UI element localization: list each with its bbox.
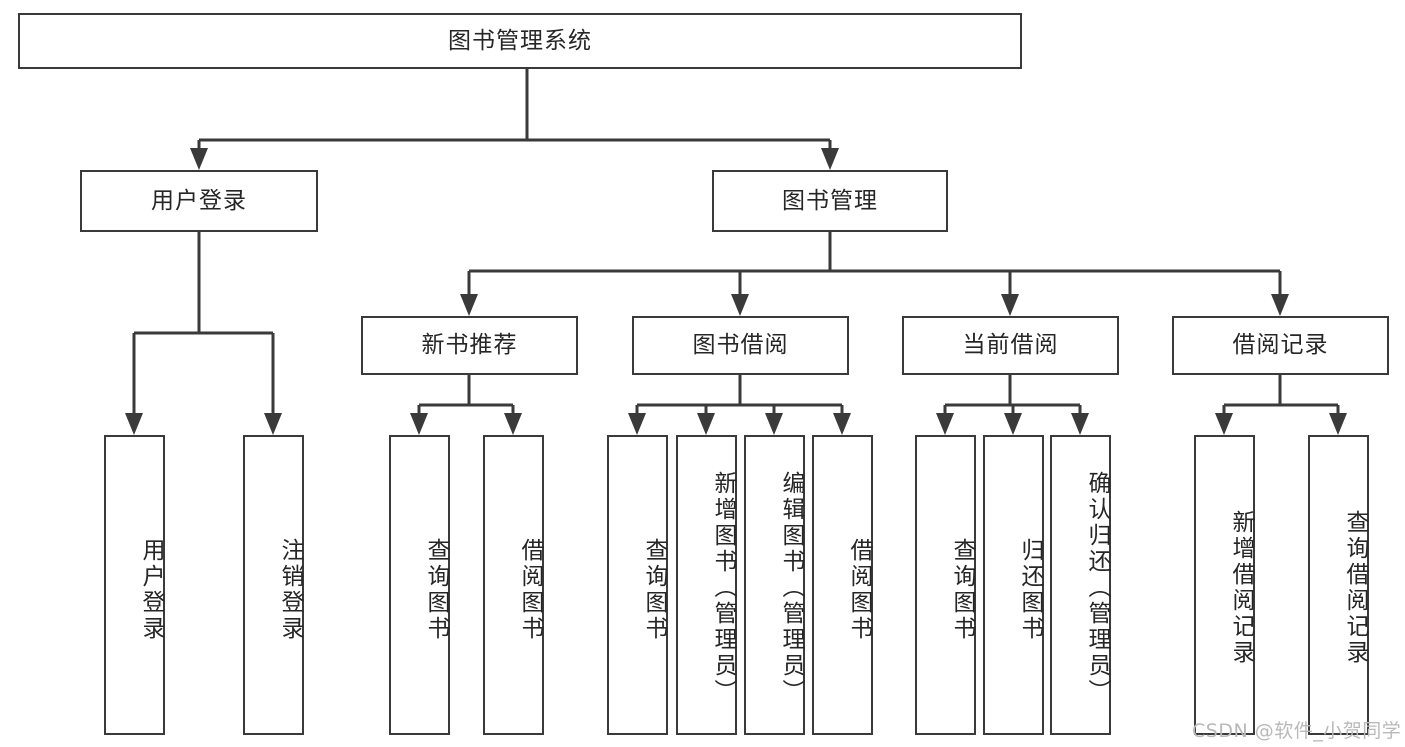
node-label: 当前借阅: [962, 332, 1059, 359]
node-label: 新书推荐: [421, 332, 518, 359]
node-leaf-confirm-return-admin[interactable]: 确认归还（管理员）: [1050, 435, 1111, 735]
node-label: 新增借阅记录: [1228, 510, 1254, 666]
node-user-login[interactable]: 用户登录: [80, 170, 318, 232]
node-leaf-query-book-3[interactable]: 查询图书: [915, 435, 976, 735]
connector-arrowhead: [125, 413, 143, 435]
connector-arrowhead: [1071, 413, 1089, 435]
node-label: 归还图书: [1017, 538, 1043, 642]
node-label: 用户登录: [151, 187, 247, 214]
node-label: 编辑图书（管理员）: [778, 471, 804, 705]
connector-book-management-to-level3: [460, 232, 1289, 316]
connector-arrowhead: [1215, 413, 1233, 435]
connector-arrowhead: [264, 413, 282, 435]
node-label: 查询图书: [641, 538, 667, 642]
node-leaf-query-book-2[interactable]: 查询图书: [607, 435, 668, 735]
node-label: 注销登录: [277, 538, 303, 642]
node-label: 新增图书（管理员）: [710, 471, 736, 705]
connector-arrowhead: [1271, 294, 1289, 316]
node-label: 借阅图书: [517, 538, 543, 642]
node-label: 图书借阅: [692, 332, 789, 359]
node-leaf-edit-book-admin[interactable]: 编辑图书（管理员）: [744, 435, 805, 735]
connector-arrowhead: [460, 294, 478, 316]
node-current-borrow[interactable]: 当前借阅: [902, 316, 1119, 375]
connector-arrowhead: [628, 413, 646, 435]
node-label: 借阅图书: [846, 538, 872, 642]
node-label: 图书管理系统: [448, 27, 592, 54]
node-leaf-user-login[interactable]: 用户登录: [104, 435, 165, 735]
node-book-management[interactable]: 图书管理: [712, 170, 948, 232]
node-leaf-add-borrow-record[interactable]: 新增借阅记录: [1194, 435, 1255, 735]
node-leaf-return-book[interactable]: 归还图书: [983, 435, 1044, 735]
node-leaf-borrow-book-1[interactable]: 借阅图书: [483, 435, 544, 735]
node-label: 查询图书: [423, 538, 449, 642]
node-new-book-recommend[interactable]: 新书推荐: [361, 316, 578, 375]
node-root[interactable]: 图书管理系统: [18, 13, 1022, 69]
connector-current-borrow-to-leaves: [936, 375, 1089, 435]
connector-user-login-to-leaves: [125, 232, 282, 435]
connector-arrowhead: [410, 413, 428, 435]
connector-arrowhead: [190, 148, 208, 170]
node-label: 用户登录: [138, 538, 164, 642]
node-leaf-borrow-book-2[interactable]: 借阅图书: [812, 435, 873, 735]
node-leaf-query-book-1[interactable]: 查询图书: [389, 435, 450, 735]
connector-arrowhead: [765, 413, 783, 435]
node-borrow-record[interactable]: 借阅记录: [1172, 316, 1389, 375]
node-label: 查询借阅记录: [1342, 510, 1368, 666]
watermark: CSDN @软件_小贺同学: [1192, 720, 1402, 742]
connector-borrow-record-to-leaves: [1215, 375, 1347, 435]
connector-arrowhead: [821, 148, 839, 170]
connector-arrowhead: [1004, 413, 1022, 435]
node-book-borrow[interactable]: 图书借阅: [632, 316, 849, 375]
connector-arrowhead: [1001, 294, 1019, 316]
connector-arrowhead: [731, 294, 749, 316]
node-leaf-user-logout[interactable]: 注销登录: [243, 435, 304, 735]
node-leaf-add-book-admin[interactable]: 新增图书（管理员）: [676, 435, 737, 735]
node-label: 确认归还（管理员）: [1084, 471, 1110, 705]
node-label: 图书管理: [782, 187, 878, 214]
connector-arrowhead: [697, 413, 715, 435]
connector-root-to-level2: [190, 69, 839, 170]
connector-book-borrow-to-leaves: [628, 375, 851, 435]
node-leaf-query-borrow-record[interactable]: 查询借阅记录: [1308, 435, 1369, 735]
connector-arrowhead: [504, 413, 522, 435]
connector-arrowhead: [1329, 413, 1347, 435]
connector-arrowhead: [936, 413, 954, 435]
connector-new-book-to-leaves: [410, 375, 522, 435]
connector-arrowhead: [833, 413, 851, 435]
node-label: 借阅记录: [1232, 332, 1329, 359]
node-label: 查询图书: [949, 538, 975, 642]
